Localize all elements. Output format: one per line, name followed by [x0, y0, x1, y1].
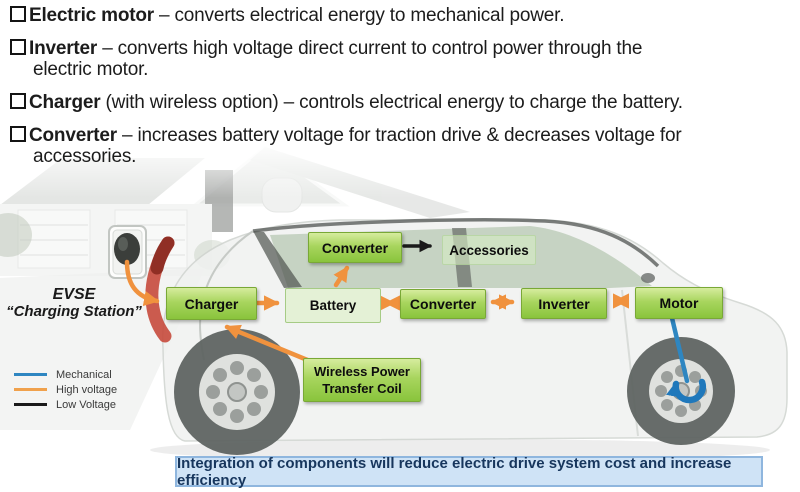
- legend-item-high-voltage: High voltage: [14, 382, 117, 397]
- legend-item-low-voltage: Low Voltage: [14, 397, 117, 412]
- bullet-text: – converts high voltage direct current t…: [97, 38, 643, 59]
- bullet-text-continued: accessories.: [33, 146, 137, 167]
- checkbox-bullet-icon: [10, 39, 26, 55]
- component-box-accessories: Accessories: [442, 235, 536, 265]
- bullet-electric-motor: Electric motor – converts electrical ene…: [10, 5, 788, 26]
- component-box-battery: Battery: [285, 288, 381, 323]
- component-box-converter: Converter: [400, 289, 486, 319]
- bullet-text: – converts electrical energy to mechanic…: [153, 5, 565, 26]
- component-box-motor: Motor: [635, 287, 723, 319]
- arrows: [124, 239, 706, 404]
- checkbox-bullet-icon: [10, 6, 26, 22]
- bullet-term: Charger: [29, 92, 101, 113]
- evse-subtitle: “Charging Station”: [6, 303, 142, 320]
- rear-wheel: [174, 329, 300, 455]
- legend-label: Mechanical: [56, 368, 112, 381]
- car-mirror: [641, 273, 655, 283]
- bullet-text-continued: electric motor.: [33, 59, 149, 80]
- legend-label: High voltage: [56, 383, 118, 396]
- legend-item-mechanical: Mechanical: [14, 367, 117, 382]
- low-voltage-line-swatch: [14, 402, 47, 407]
- high-voltage-line-swatch: [14, 387, 47, 392]
- bullet-charger: Charger (with wireless option) – control…: [10, 92, 788, 113]
- bullet-term: Inverter: [29, 38, 98, 59]
- mechanical-line-swatch: [14, 372, 47, 377]
- evse-outlet: [108, 225, 147, 279]
- bullet-term: Converter: [29, 125, 117, 146]
- arrow-battery-to-converter-top: [333, 265, 350, 288]
- arrow-outlet-to-charger: [124, 259, 160, 307]
- checkbox-bullet-icon: [10, 126, 26, 142]
- bullet-converter: Converter – increases battery voltage fo…: [10, 125, 788, 167]
- checkbox-bullet-icon: [10, 93, 26, 109]
- arrow-motor-to-wheel: [669, 315, 690, 384]
- bullet-inverter: Inverter – converts high voltage direct …: [10, 38, 788, 80]
- component-box-converter-top: Converter: [308, 232, 402, 263]
- evse-label: EVSE “Charging Station”: [0, 286, 148, 320]
- bullet-list: Electric motor – converts electrical ene…: [10, 5, 788, 179]
- evse-title: EVSE: [52, 286, 96, 303]
- component-box-wireless-coil: Wireless Power Transfer Coil: [303, 358, 421, 402]
- component-box-charger: Charger: [166, 287, 257, 320]
- car-roof-line: [252, 218, 660, 268]
- component-box-inverter: Inverter: [521, 288, 607, 319]
- bullet-term: Electric motor: [29, 5, 154, 26]
- summary-banner: Integration of components will reduce el…: [175, 455, 763, 489]
- legend: Mechanical High voltage Low Voltage: [14, 367, 117, 412]
- bullet-text: (with wireless option) – controls electr…: [100, 92, 683, 113]
- car-rear-pillar: [253, 231, 302, 288]
- bullet-text: – increases battery voltage for traction…: [116, 125, 682, 146]
- arrow-wheel-rotation: [666, 378, 706, 404]
- legend-label: Low Voltage: [56, 398, 116, 411]
